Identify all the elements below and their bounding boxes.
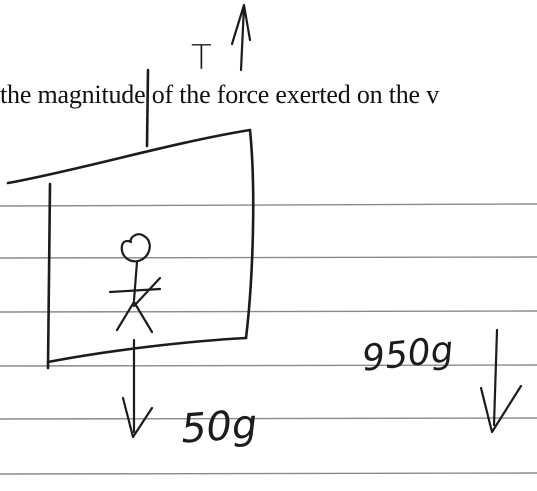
ruled-lines	[0, 203, 537, 475]
ruled-line	[0, 310, 537, 313]
question-text: the magnitude of the force exerted on th…	[0, 80, 439, 109]
elevator-box	[6, 128, 255, 370]
ruled-line	[0, 203, 537, 207]
ruled-line	[0, 417, 537, 420]
elevator-cable	[145, 68, 150, 148]
person-weight-arrow	[121, 338, 154, 439]
tension-arrow	[230, 3, 252, 72]
person-weight-label: 50g	[179, 401, 259, 453]
ruled-line	[0, 364, 537, 367]
ruled-line	[0, 472, 537, 475]
tension-label: T	[191, 38, 212, 78]
elevator-weight-arrow	[479, 328, 523, 434]
person-figure	[108, 233, 162, 334]
ruled-line	[0, 256, 537, 259]
